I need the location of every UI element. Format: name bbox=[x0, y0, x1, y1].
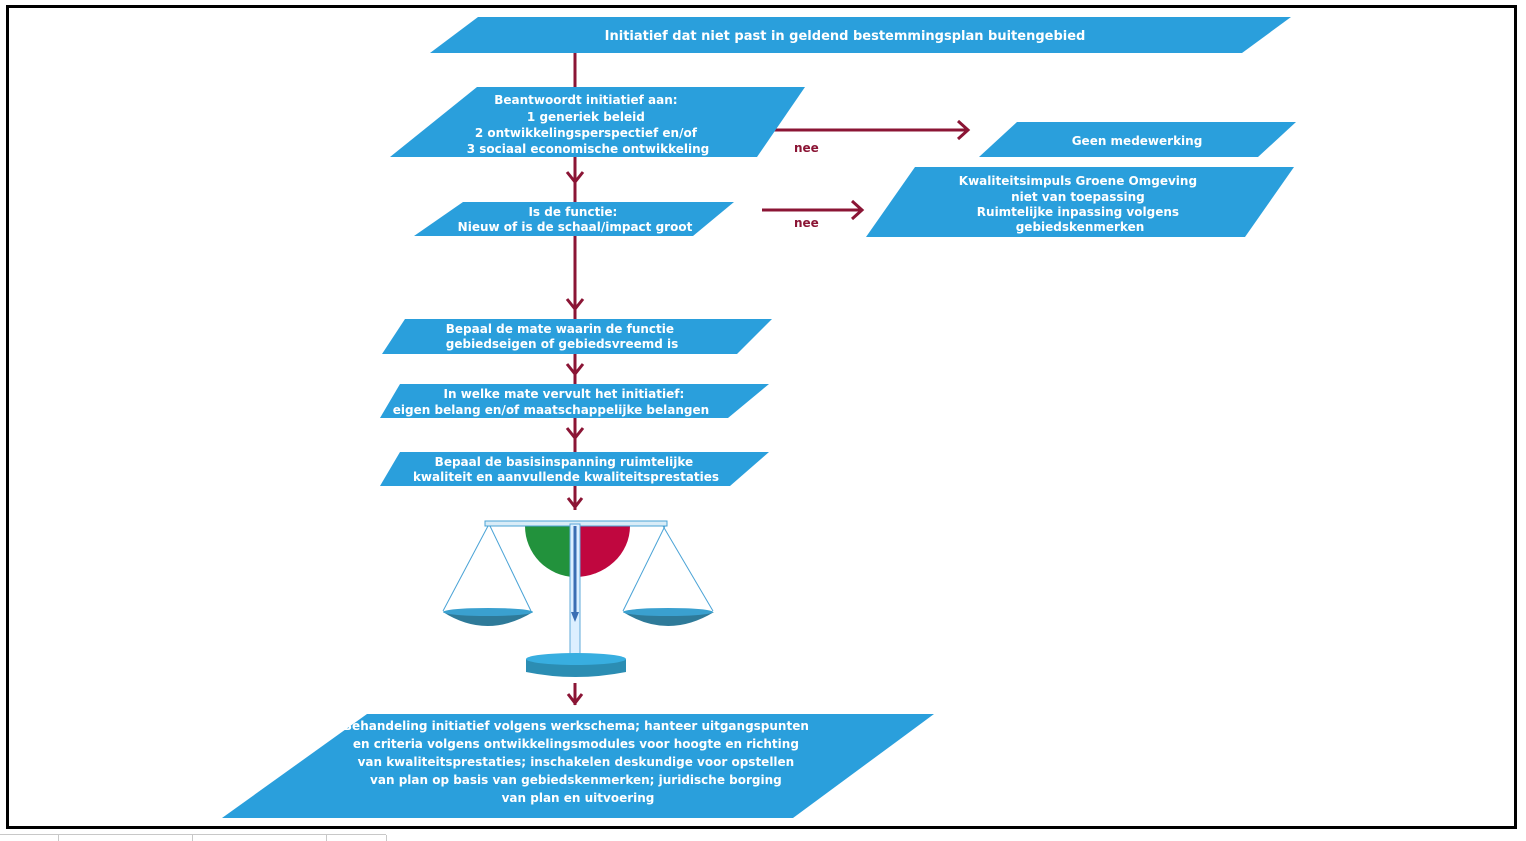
scale-strings bbox=[442, 525, 714, 612]
scale-pan-right-top bbox=[623, 608, 713, 616]
scale-pan-left bbox=[443, 612, 533, 626]
scale-pan-left-top bbox=[443, 608, 533, 616]
bottom-strip bbox=[0, 834, 387, 841]
scale-red-half bbox=[575, 526, 630, 577]
node-no-cooperation-text: Geen medewerking bbox=[1072, 134, 1203, 148]
node-criteria: Beantwoordt initiatief aan: 1 generiek b… bbox=[390, 87, 805, 157]
strip-divider bbox=[58, 835, 59, 841]
node-interests-text: In welke mate vervult het initiatief: ei… bbox=[393, 387, 709, 417]
node-area-fit-text: Bepaal de mate waarin de functie gebieds… bbox=[446, 322, 679, 351]
node-area-fit: Bepaal de mate waarin de functie gebieds… bbox=[382, 319, 772, 354]
strip-divider bbox=[192, 835, 193, 841]
node-function-question-text: Is de functie: Nieuw of is de schaal/imp… bbox=[458, 205, 693, 234]
diagram-frame bbox=[6, 5, 1517, 829]
node-function-question: Is de functie: Nieuw of is de schaal/imp… bbox=[414, 202, 734, 236]
scale-needle-tip bbox=[571, 612, 579, 622]
node-impulse-text: Kwaliteitsimpuls Groene Omgeving niet va… bbox=[959, 174, 1201, 234]
node-start: Initiatief dat niet past in geldend best… bbox=[430, 17, 1291, 53]
arrowhead-interests-to-baseeffort bbox=[565, 427, 585, 441]
node-interests: In welke mate vervult het initiatief: ei… bbox=[380, 384, 769, 418]
scale-base-top bbox=[526, 653, 626, 665]
node-criteria-text: Beantwoordt initiatief aan: 1 generiek b… bbox=[467, 93, 710, 156]
strip-divider bbox=[386, 835, 387, 841]
node-handling-text: Behandeling initiatief volgens werkschem… bbox=[343, 719, 813, 805]
arrowhead-function-no bbox=[850, 199, 865, 221]
arrowhead-criteria-to-function bbox=[565, 171, 585, 185]
arrowhead-criteria-no bbox=[956, 119, 971, 141]
node-handling: Behandeling initiatief volgens werkschem… bbox=[222, 714, 934, 818]
balance-scale-icon bbox=[442, 520, 714, 677]
edge-label-function-no: nee bbox=[794, 216, 819, 230]
arrowhead-baseeffort-to-scale bbox=[566, 497, 584, 510]
arrowhead-areafit-to-interests bbox=[565, 363, 585, 377]
strip-divider bbox=[326, 835, 327, 841]
scale-pan-right bbox=[623, 612, 714, 626]
node-base-effort-text: Bepaal de basisinspanning ruimtelijke kw… bbox=[413, 455, 719, 484]
node-base-effort: Bepaal de basisinspanning ruimtelijke kw… bbox=[380, 452, 769, 486]
arrowhead-function-to-areafit bbox=[565, 298, 585, 312]
scale-green-half bbox=[525, 526, 575, 577]
edge-label-criteria-no: nee bbox=[794, 141, 819, 155]
node-no-cooperation: Geen medewerking bbox=[979, 122, 1296, 157]
node-impulse-not-applicable: Kwaliteitsimpuls Groene Omgeving niet va… bbox=[866, 167, 1294, 237]
node-start-text: Initiatief dat niet past in geldend best… bbox=[605, 29, 1086, 44]
arrowhead-scale-to-handling bbox=[566, 693, 584, 706]
connectors bbox=[565, 53, 971, 706]
